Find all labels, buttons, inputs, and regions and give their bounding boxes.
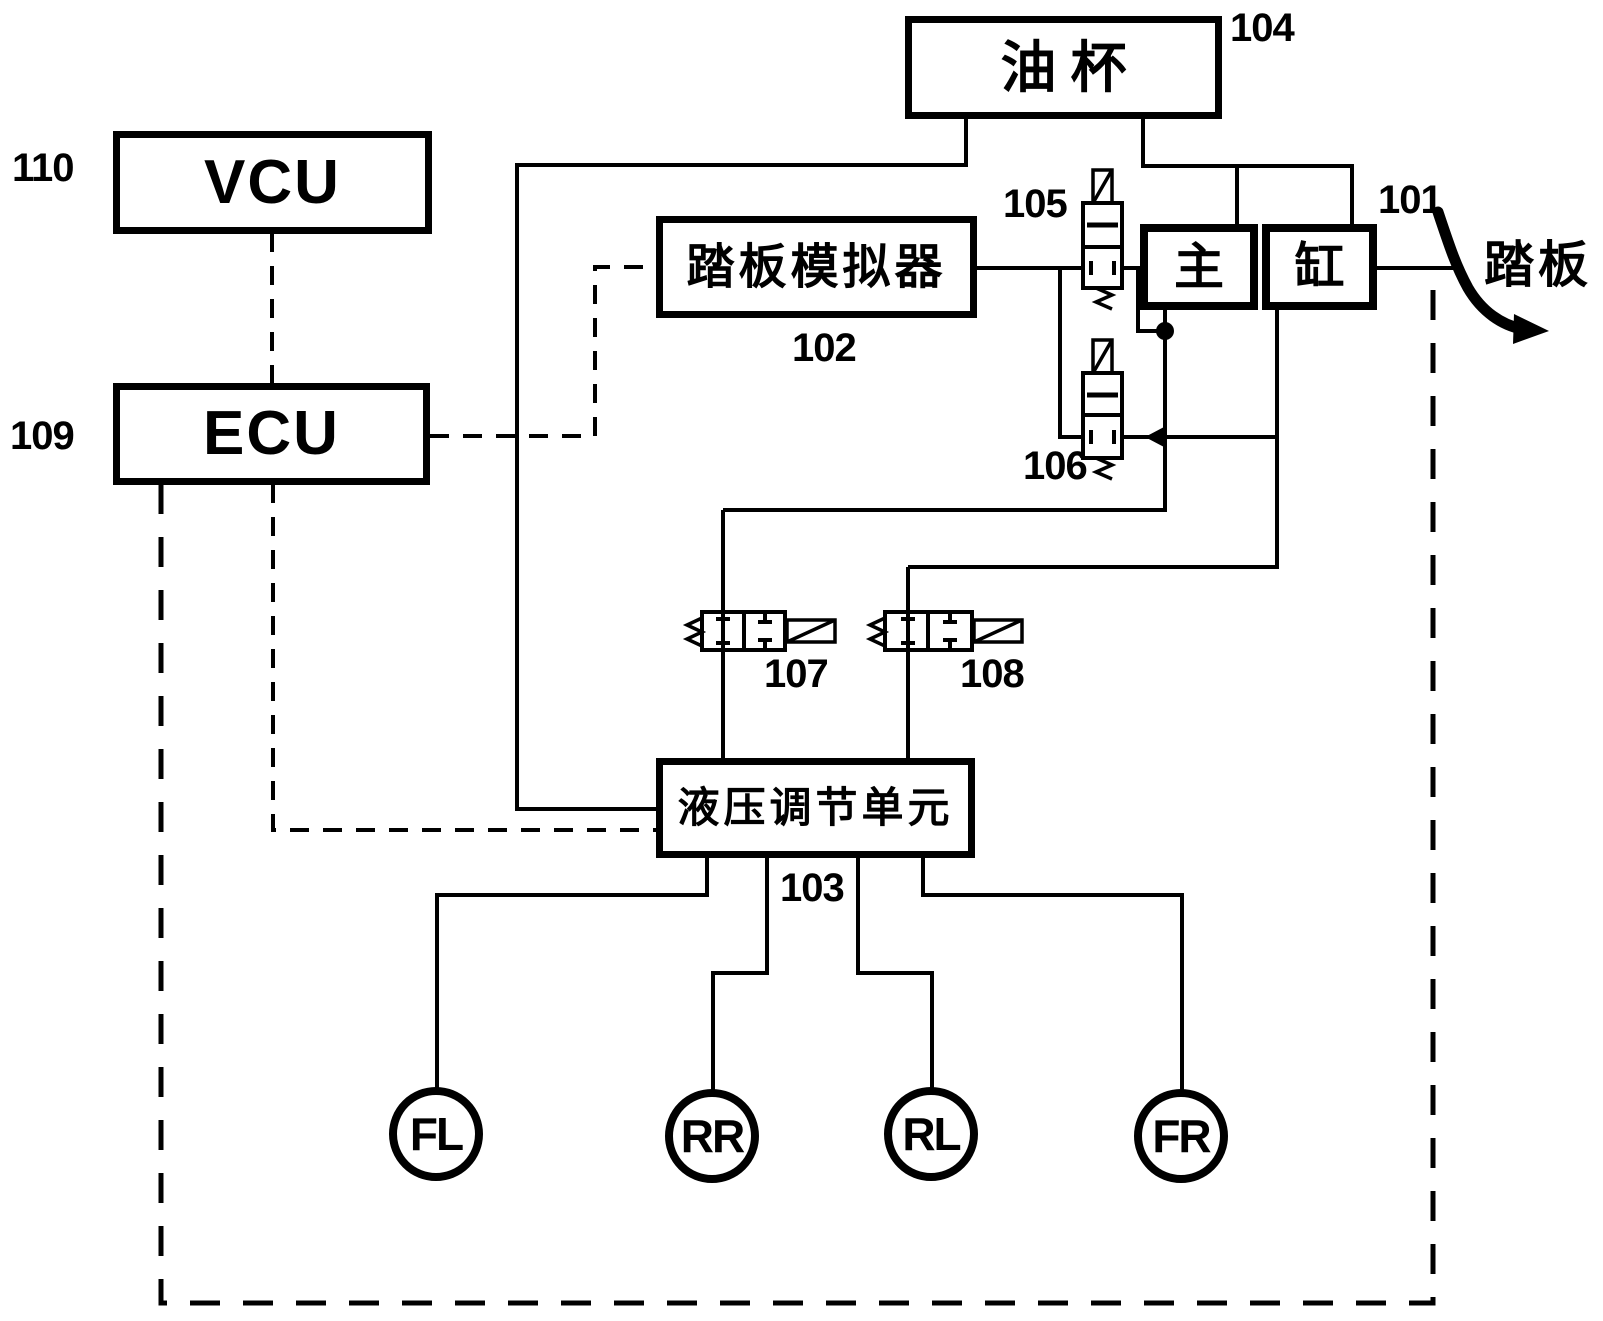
hydraulic-pipes bbox=[435, 118, 1461, 1092]
ref-110: 110 bbox=[12, 146, 75, 190]
pipe-to-wheel-fr bbox=[921, 855, 1184, 1092]
pipe-to-wheel-rr bbox=[711, 855, 769, 1092]
valve-108-spring-icon bbox=[865, 616, 890, 648]
valve-107-solenoid-icon bbox=[785, 618, 837, 644]
pipe-valve105-to-junction bbox=[1121, 266, 1165, 333]
ref-104: 104 bbox=[1230, 6, 1295, 50]
valve-107-spring-icon bbox=[682, 616, 707, 648]
ref-107: 107 bbox=[764, 652, 829, 696]
pedal-label: 踏板 bbox=[1484, 235, 1592, 294]
signal-ecu-pedal-simulator bbox=[430, 265, 656, 438]
wheel-fr: FR bbox=[1134, 1089, 1228, 1183]
ref-103: 103 bbox=[780, 866, 845, 910]
ecu-box: ECU bbox=[113, 383, 430, 485]
wheel-rl: RL bbox=[884, 1087, 978, 1181]
ref-106: 106 bbox=[1023, 444, 1088, 488]
valve-105-spring-icon bbox=[1091, 286, 1117, 311]
pedal-lever-icon bbox=[1432, 206, 1549, 344]
pipe-to-wheel-fl bbox=[435, 855, 709, 1090]
wheel-rr: RR bbox=[665, 1089, 759, 1183]
signal-pedal-sensor-loop bbox=[158, 272, 1436, 1306]
master-cylinder-right-box: 缸 bbox=[1262, 224, 1377, 310]
valve-106-symbol bbox=[1081, 338, 1124, 481]
pipe-master-port-to-valve107 bbox=[723, 307, 1167, 512]
ref-101: 101 bbox=[1378, 178, 1443, 222]
pipe-to-wheel-rl bbox=[856, 855, 934, 1090]
master-cylinder-left-box: 主 bbox=[1140, 224, 1258, 310]
valve-106-spring-icon bbox=[1091, 456, 1117, 481]
valve-108-solenoid-icon bbox=[972, 618, 1024, 644]
hydraulic-unit-box: 液压调节单元 bbox=[656, 758, 975, 858]
pipe-master-port-to-valve108 bbox=[908, 307, 1279, 569]
valve-105-symbol bbox=[1081, 168, 1124, 311]
pedal-simulator-box: 踏板模拟器 bbox=[656, 216, 977, 318]
wheel-fl: FL bbox=[389, 1087, 483, 1181]
ref-108: 108 bbox=[960, 652, 1025, 696]
pipe-branch-to-valve106 bbox=[1058, 268, 1083, 439]
ref-109: 109 bbox=[10, 414, 75, 458]
flow-arrow-icon bbox=[1145, 427, 1164, 447]
valve-107-symbol bbox=[682, 610, 837, 652]
oil-cup-box: 油杯 bbox=[905, 16, 1222, 119]
valve-108-symbol bbox=[865, 610, 1024, 652]
vcu-box: VCU bbox=[113, 131, 432, 234]
pipe-junction-dot bbox=[1156, 322, 1174, 340]
ref-102: 102 bbox=[792, 326, 857, 370]
pipe-oilcup-to-master-top bbox=[1141, 118, 1354, 226]
ref-105: 105 bbox=[1003, 182, 1068, 226]
signal-ecu-hydraulic-unit bbox=[271, 484, 656, 832]
pipe-oilcup-to-hydraulic-unit bbox=[515, 118, 968, 811]
signal-lines bbox=[270, 233, 656, 832]
